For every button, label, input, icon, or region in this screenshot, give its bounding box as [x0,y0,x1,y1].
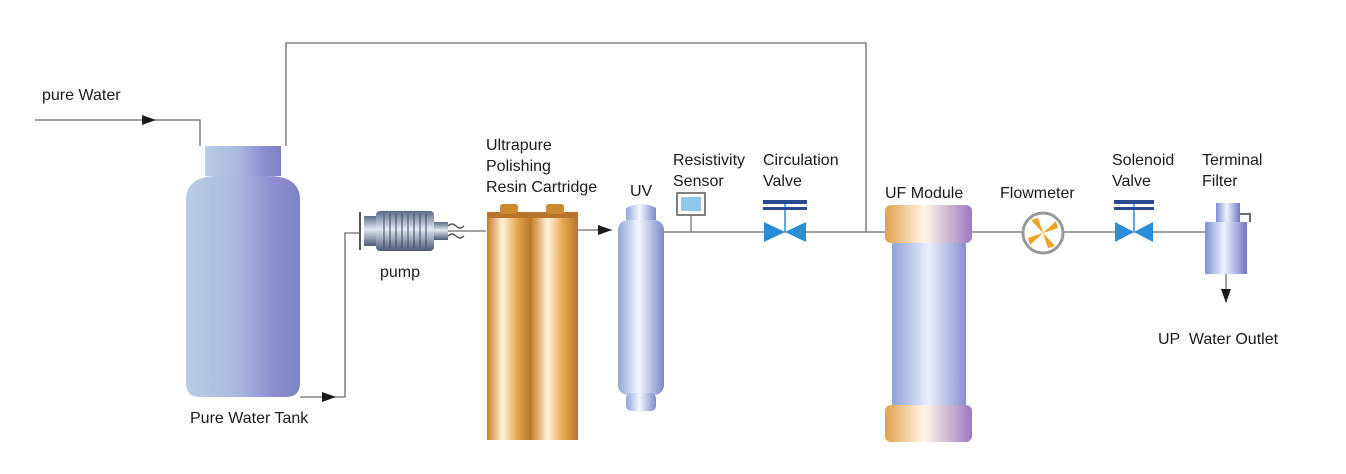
label-resin-line-3: Resin Cartridge [486,179,597,196]
cartridge-left [487,214,531,440]
label-circulation-line-1: Circulation [763,152,839,169]
pipe-tank-to-pump [300,232,360,398]
label-flowmeter: Flowmeter [1000,185,1075,202]
circ-valve-body [764,222,806,242]
uv-lamp [618,204,664,411]
pure-water-tank [186,146,300,397]
label-resistivity-line-1: Resistivity [673,152,745,169]
circ-valve-actuator [763,200,807,204]
flowmeter-ring [1021,211,1065,255]
uv-inlet-arrow [598,225,612,235]
cartridge-knob-left [500,204,518,214]
circulation-valve [763,200,807,242]
pipe-recirculation [285,42,867,232]
cartridge-right [531,214,578,440]
outlet-arrow [1221,289,1231,303]
sensor-display [681,197,701,211]
tank-cap [205,146,281,176]
cartridge-knob-right [546,204,564,214]
uf-bottom-cap [885,405,972,442]
label-pure-water-tank: Pure Water Tank [190,410,309,427]
uv-body [618,220,664,395]
solenoid-valve [1114,200,1154,242]
terminal-filter [1205,203,1251,274]
label-terminal-line-2: Filter [1202,173,1238,190]
label-resin-line-1: Ultrapure [486,137,552,154]
sol-valve-actuator [1114,200,1154,204]
label-resin-line-2: Polishing [486,158,551,175]
inlet-arrow [142,115,156,125]
sol-valve-body [1115,222,1153,242]
label-uv: UV [630,183,653,200]
pump-motor-body [376,211,434,251]
pump-coupling [447,223,465,239]
resin-cartridge [487,204,578,440]
label-resistivity-line-2: Sensor [673,173,724,190]
pump-fins [383,214,427,248]
label-circulation-line-2: Valve [763,173,802,190]
label-pure-water-in: pure Water [42,87,121,104]
label-pump: pump [380,264,420,281]
resistivity-sensor [676,192,706,232]
pipe-inlet [35,119,201,146]
label-terminal-line-1: Terminal [1202,152,1262,169]
uf-top-cap [885,205,972,243]
filter-outlet-tap [1240,213,1251,222]
pipes [35,42,1231,402]
pump-motor-end [364,216,378,246]
label-uf-module: UF Module [885,185,963,202]
uv-top-cap [626,204,656,220]
labels: pure Water Pure Water Tank pump Ultrapur… [42,87,1279,427]
cartridge-top-band [487,212,578,218]
filter-top [1216,203,1240,223]
circ-valve-actuator-2 [763,207,807,210]
label-solenoid-line-1: Solenoid [1112,152,1174,169]
tank-outlet-arrow [322,392,336,402]
sol-valve-actuator-2 [1114,207,1154,210]
uf-module [885,205,972,442]
flowmeter [1021,211,1065,255]
pump-head [434,222,448,240]
tank-body [186,176,300,397]
label-solenoid-line-2: Valve [1112,173,1151,190]
label-up-water-outlet: UP Water Outlet [1158,331,1279,348]
uf-body [892,240,966,410]
pump [359,211,465,251]
uv-bottom-cap [626,393,656,411]
filter-body [1205,222,1247,274]
